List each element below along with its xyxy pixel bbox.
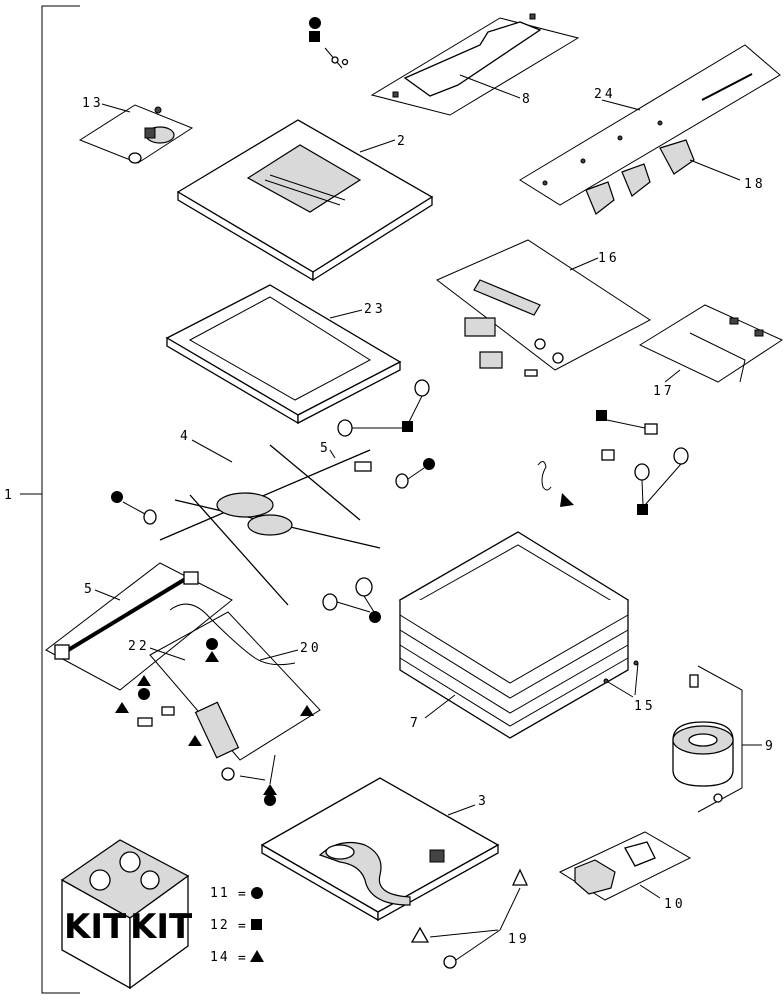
callout-5a: 5 (320, 441, 331, 456)
spring-part (537, 461, 574, 507)
legend-equals: = (238, 919, 248, 934)
legend-equals: = (238, 887, 248, 902)
legend-triangle-icon (300, 705, 314, 716)
legend-square-icon (309, 31, 320, 42)
legend: 11 = 12 = 14 = (210, 886, 264, 966)
callout-13: 13 (82, 96, 104, 111)
legend-circle-icon (138, 688, 150, 700)
legend-circle-icon (251, 887, 263, 899)
part-9-compressor (672, 665, 743, 813)
assembly-bracket (20, 5, 80, 994)
bushing-group-a (337, 379, 430, 437)
part-7-bellows (398, 531, 630, 739)
legend-number-14: 14 (210, 950, 230, 965)
part-23-frame (165, 284, 402, 425)
legend-triangle-icon (115, 702, 129, 713)
top-screw-group (309, 17, 349, 69)
legend-circle-icon (369, 611, 381, 623)
callout-24: 24 (594, 87, 616, 102)
kit-label-right: KIT (130, 907, 193, 947)
callout-15: 15 (634, 699, 656, 714)
callout-4: 4 (180, 429, 191, 444)
part-20-cable (169, 603, 296, 666)
callout-7: 7 (410, 716, 421, 731)
part-19-feet (410, 868, 529, 969)
bushing-group-b (111, 458, 435, 525)
part-22-cylinder (115, 611, 321, 806)
bushing-group-d (322, 577, 381, 623)
part-8-plate (370, 13, 580, 116)
callout-1: 1 (4, 488, 15, 503)
legend-triangle-icon (137, 675, 151, 686)
legend-number-12: 12 (210, 918, 230, 933)
legend-circle-icon (111, 491, 123, 503)
callout-19: 19 (508, 932, 530, 947)
callout-22: 22 (128, 639, 150, 654)
legend-triangle-icon (263, 784, 277, 795)
part-2-upper-frame (176, 119, 434, 282)
part-17-rod (638, 304, 784, 383)
kit-box-icon (60, 839, 190, 990)
part-13-valve (78, 104, 194, 164)
callout-10: 10 (664, 897, 686, 912)
part-4-scissor (159, 444, 381, 606)
callout-2: 2 (397, 134, 408, 149)
legend-triangle-icon (188, 735, 202, 746)
legend-triangle-icon (205, 651, 219, 662)
legend-equals: = (238, 951, 248, 966)
part-10-module (558, 831, 692, 901)
part-24-group (519, 44, 781, 215)
legend-number-11: 11 (210, 886, 230, 901)
callout-18: 18 (744, 177, 766, 192)
bushing-group-c (596, 410, 689, 515)
callout-5b: 5 (84, 582, 95, 597)
legend-circle-icon (206, 638, 218, 650)
legend-square-icon (251, 919, 262, 930)
part-5-bar (45, 562, 233, 691)
kit-label-left: KIT (64, 907, 127, 947)
legend-square-icon (596, 410, 607, 421)
part-16-actuator (436, 239, 651, 377)
callout-3: 3 (478, 794, 489, 809)
legend-circle-icon (423, 458, 435, 470)
legend-triangle-icon (250, 950, 264, 962)
callout-9: 9 (765, 739, 776, 754)
part-15-screws (603, 660, 639, 698)
legend-circle-icon (309, 17, 321, 29)
legend-square-icon (402, 421, 413, 432)
legend-square-icon (637, 504, 648, 515)
callout-20: 20 (300, 641, 322, 656)
callout-8: 8 (522, 92, 533, 107)
callout-17: 17 (653, 384, 675, 399)
legend-circle-icon (264, 794, 276, 806)
legend-triangle-icon (560, 493, 574, 507)
callout-16: 16 (598, 251, 620, 266)
part-3-base (260, 777, 500, 922)
callout-23: 23 (364, 302, 386, 317)
